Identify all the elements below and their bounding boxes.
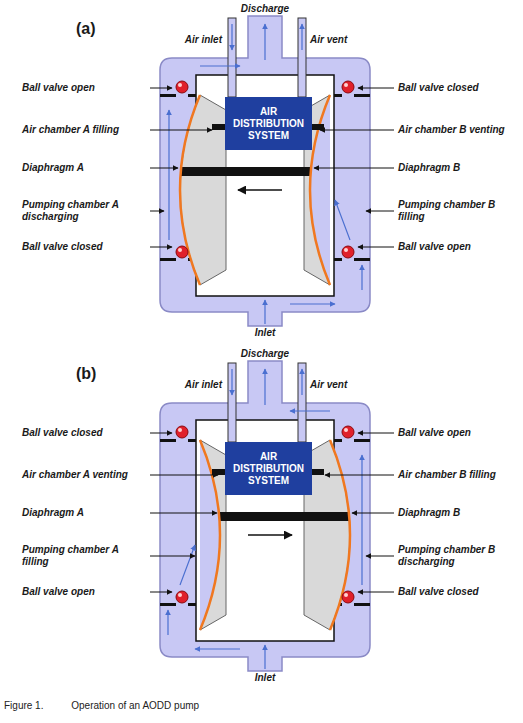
part-label: Ball valve open bbox=[398, 427, 471, 439]
part-label: Pumping chamber B filling bbox=[398, 199, 502, 223]
illustration-part bbox=[366, 556, 394, 557]
illustration-part bbox=[290, 410, 330, 411]
diaphragm bbox=[310, 95, 330, 285]
illustration-part bbox=[264, 24, 265, 60]
illustration-part bbox=[264, 369, 265, 405]
pump-panel-b bbox=[150, 361, 394, 671]
part-label: Air chamber B venting bbox=[398, 124, 505, 136]
illustration-part bbox=[264, 645, 265, 669]
port-label: Air inlet bbox=[185, 379, 222, 391]
part-label: Pumping chamber B discharging bbox=[398, 544, 502, 568]
part-label: Ball valve closed bbox=[398, 82, 479, 94]
part-label: Ball valve closed bbox=[398, 586, 479, 598]
illustration-part bbox=[358, 88, 394, 89]
illustration-part bbox=[366, 211, 394, 212]
illustration-part bbox=[301, 369, 302, 395]
port-label: Discharge bbox=[241, 348, 289, 360]
illustration-part bbox=[150, 130, 212, 131]
part-label: Pumping chamber A discharging bbox=[22, 199, 126, 223]
illustration-part bbox=[195, 648, 240, 649]
flow-arrows bbox=[168, 369, 362, 669]
part-label: Pumping chamber A filling bbox=[22, 544, 126, 568]
illustration-part bbox=[150, 88, 172, 89]
illustration-part bbox=[200, 65, 240, 66]
part-label: Diaphragm A bbox=[22, 507, 84, 519]
port-label: Inlet bbox=[255, 327, 276, 339]
part-label: Ball valve open bbox=[22, 82, 95, 94]
illustration-part bbox=[358, 433, 394, 434]
illustration-part bbox=[150, 475, 218, 476]
illustration-part bbox=[358, 592, 394, 593]
port-label: Air inlet bbox=[185, 34, 222, 46]
motion-arrow bbox=[248, 534, 292, 536]
illustration-part bbox=[150, 168, 178, 169]
pump-body bbox=[160, 16, 370, 326]
illustration-part bbox=[150, 247, 172, 248]
leader-lines bbox=[150, 433, 394, 592]
part-label: Air chamber A filling bbox=[22, 124, 119, 136]
air-chamber bbox=[200, 440, 226, 630]
pump-panel-a bbox=[150, 16, 394, 326]
port-label: Air vent bbox=[310, 379, 347, 391]
box-title: AIR DISTRIBUTION SYSTEM bbox=[228, 106, 309, 142]
diaphragm bbox=[200, 440, 220, 630]
air-distribution-box: AIR DISTRIBUTION SYSTEM bbox=[225, 97, 312, 150]
figure-caption: Figure 1. Operation of an AODD pump bbox=[4, 700, 199, 711]
panel-label: (b) bbox=[76, 365, 96, 383]
illustration-part bbox=[301, 24, 302, 50]
part-label: Air chamber B filling bbox=[398, 469, 496, 481]
illustration-part bbox=[231, 24, 232, 50]
pump-body bbox=[160, 361, 370, 671]
leader-lines bbox=[150, 88, 394, 247]
pumping-chamber bbox=[200, 440, 220, 630]
part-label: Diaphragm B bbox=[398, 162, 460, 174]
part-label: Diaphragm A bbox=[22, 162, 84, 174]
box-title: AIR DISTRIBUTION SYSTEM bbox=[228, 451, 309, 487]
illustration-part bbox=[150, 211, 164, 212]
illustration-part bbox=[352, 513, 394, 514]
part-label: Air chamber A venting bbox=[22, 469, 128, 481]
illustration-part bbox=[358, 247, 394, 248]
panel-label: (a) bbox=[76, 20, 96, 38]
illustration-part bbox=[335, 200, 350, 240]
pumping-chamber bbox=[310, 95, 330, 285]
ball-valves bbox=[176, 426, 354, 603]
illustration-part bbox=[325, 475, 394, 476]
air-chamber bbox=[180, 95, 226, 285]
flow-arrows bbox=[169, 24, 362, 324]
shaft bbox=[180, 167, 310, 176]
illustration-part bbox=[167, 610, 168, 635]
part-label: Ball valve closed bbox=[22, 427, 103, 439]
part-label: Ball valve open bbox=[398, 241, 471, 253]
ball-valves bbox=[176, 81, 354, 258]
illustration-part bbox=[320, 130, 394, 131]
illustration-part bbox=[150, 556, 195, 557]
shaft bbox=[220, 512, 350, 521]
illustration-part bbox=[290, 303, 335, 304]
motion-arrow bbox=[238, 189, 282, 191]
illustration-part bbox=[314, 168, 394, 169]
port-label: Discharge bbox=[241, 3, 289, 15]
port-label: Inlet bbox=[255, 672, 276, 684]
air-distribution-box: AIR DISTRIBUTION SYSTEM bbox=[225, 442, 312, 495]
part-label: Ball valve closed bbox=[22, 241, 103, 253]
part-label: Diaphragm B bbox=[398, 507, 460, 519]
illustration-part bbox=[180, 545, 195, 585]
part-label: Ball valve open bbox=[22, 586, 95, 598]
illustration-part bbox=[264, 300, 265, 324]
illustration-part bbox=[150, 513, 217, 514]
illustration-part bbox=[231, 369, 232, 395]
illustration-part bbox=[150, 592, 172, 593]
illustration-part bbox=[361, 265, 362, 290]
illustration-part bbox=[150, 433, 172, 434]
port-label: Air vent bbox=[310, 34, 347, 46]
